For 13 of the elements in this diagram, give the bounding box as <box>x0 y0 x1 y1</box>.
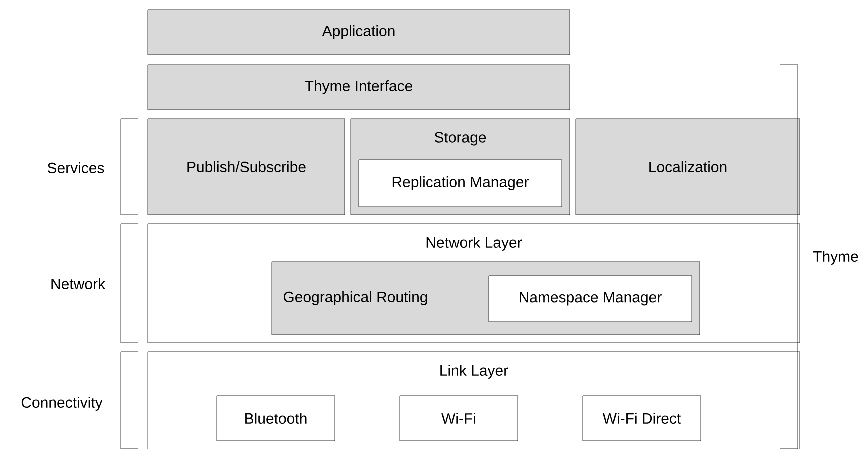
layer-label: Services <box>48 162 104 174</box>
layer-label: Network <box>52 278 106 290</box>
component-box: Wi-Fi Direct <box>582 396 702 442</box>
service-box: Localization <box>576 118 800 216</box>
layer-box: Application <box>148 10 570 56</box>
layer-box: Thyme Interface <box>148 64 570 110</box>
service-box: Publish/Subscribe <box>148 118 346 216</box>
component-box: Bluetooth <box>216 396 336 442</box>
component-box: Replication Manager <box>358 160 562 208</box>
component-box: Namespace Manager <box>488 276 692 322</box>
layer-label: Thyme <box>813 251 858 265</box>
component-box: Wi-Fi <box>400 396 518 442</box>
layer-label: Connectivity <box>22 397 103 411</box>
